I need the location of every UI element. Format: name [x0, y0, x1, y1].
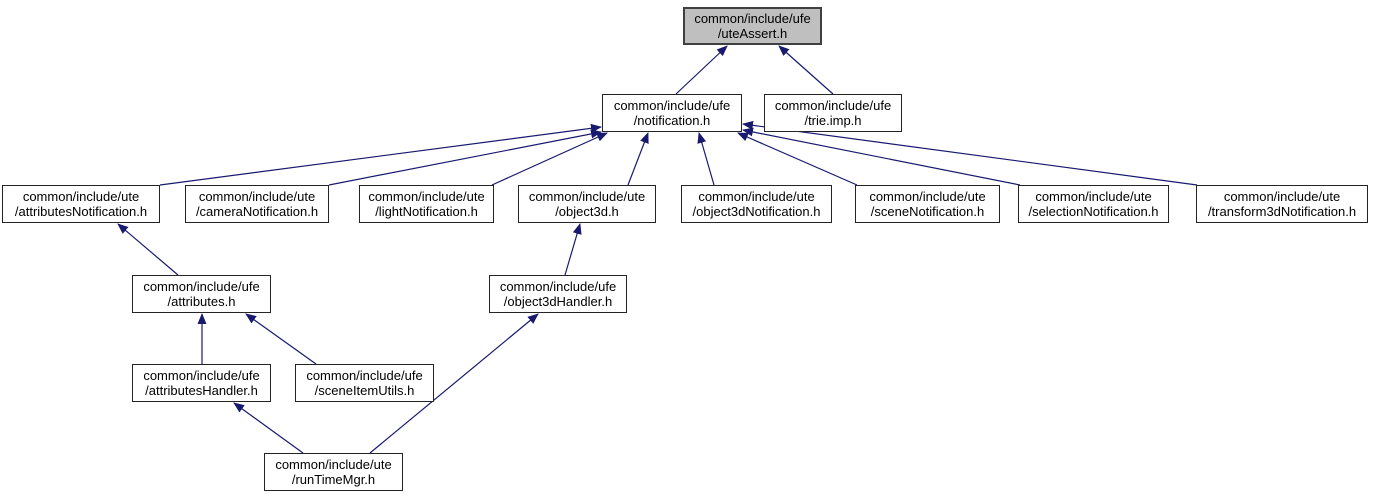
- node-label-line1: common/include/ufe: [694, 10, 811, 26]
- node-label-line2: /sceneItemUtils.h: [314, 383, 415, 398]
- edge-transform3dNotification-notification: [742, 120, 1198, 186]
- node-notification[interactable]: common/include/ufe/notification.h: [602, 94, 742, 132]
- node-label-line2: /transform3dNotification.h: [1207, 204, 1357, 219]
- node-label-line1: common/include/ute: [528, 188, 646, 204]
- node-label-line1: common/include/ute: [1223, 188, 1341, 204]
- node-label-line2: /notification.h: [633, 113, 711, 128]
- node-label-line2: /attributesHandler.h: [145, 383, 258, 398]
- node-label-line2: /trie.imp.h: [804, 113, 862, 128]
- node-label-line2: /uteAssert.h: [717, 26, 788, 41]
- node-uteAssert[interactable]: common/include/ufe/uteAssert.h: [683, 7, 822, 45]
- edge-attributesNotification-notification: [159, 123, 602, 186]
- node-label-line1: common/include/ute: [198, 188, 316, 204]
- node-label-line2: /attributes.h: [167, 294, 236, 309]
- edge-cameraNotification-notification: [328, 129, 602, 186]
- edge-trieImp-uteAssert: [778, 45, 834, 95]
- edge-lightNotification-notification: [491, 132, 608, 186]
- node-label-line1: common/include/ute: [22, 188, 140, 204]
- node-label-line1: common/include/ufe: [143, 278, 260, 294]
- node-label-line2: /object3dNotification.h: [692, 204, 821, 219]
- node-label-line2: /selectionNotification.h: [1028, 204, 1159, 219]
- node-label-line1: common/include/ute: [368, 188, 485, 204]
- node-label-line2: /sceneNotification.h: [870, 204, 985, 219]
- node-label-line2: /object3dHandler.h: [503, 294, 613, 309]
- node-label-line1: common/include/ute: [869, 188, 986, 204]
- node-runTimeMgr[interactable]: common/include/ute/runTimeMgr.h: [264, 453, 403, 491]
- node-label-line2: /lightNotification.h: [375, 204, 478, 219]
- node-label-line1: common/include/ute: [1035, 188, 1152, 204]
- edge-object3d-notification: [627, 132, 649, 186]
- node-label-line1: common/include/ufe: [143, 367, 260, 383]
- node-attributesHandler[interactable]: common/include/ufe/attributesHandler.h: [132, 364, 271, 402]
- node-label-line1: common/include/ufe: [306, 367, 423, 383]
- edge-notification-uteAssert: [675, 45, 728, 95]
- node-attributes[interactable]: common/include/ufe/attributes.h: [132, 275, 271, 313]
- edge-sceneItemUtils-attributes: [245, 313, 317, 365]
- node-trieImp[interactable]: common/include/ufe/trie.imp.h: [764, 94, 902, 132]
- edge-object3dHandler-object3d: [564, 223, 582, 276]
- node-object3d[interactable]: common/include/ute/object3d.h: [518, 185, 656, 223]
- edge-runTimeMgr-attributesHandler: [233, 402, 304, 454]
- edge-object3dNotification-notification: [697, 132, 715, 186]
- node-cameraNotification[interactable]: common/include/ute/cameraNotification.h: [185, 185, 329, 223]
- node-label-line2: /attributesNotification.h: [14, 204, 148, 219]
- node-sceneNotification[interactable]: common/include/ute/sceneNotification.h: [855, 185, 1000, 223]
- node-transform3dNotification[interactable]: common/include/ute/transform3dNotificati…: [1196, 185, 1368, 223]
- node-label-line1: common/include/ute: [698, 188, 815, 204]
- edge-selectionNotification-notification: [742, 127, 1021, 186]
- node-label-line1: common/include/ufe: [774, 97, 892, 113]
- node-label-line2: /runTimeMgr.h: [291, 472, 376, 487]
- node-lightNotification[interactable]: common/include/ute/lightNotification.h: [359, 185, 494, 223]
- edge-sceneNotification-notification: [737, 132, 858, 186]
- node-label-line1: common/include/ufe: [613, 97, 731, 113]
- node-label-line2: /cameraNotification.h: [195, 204, 319, 219]
- edge-attributes-attributesNotification: [117, 223, 179, 276]
- node-selectionNotification[interactable]: common/include/ute/selectionNotification…: [1018, 185, 1169, 223]
- node-label-line1: common/include/ufe: [499, 278, 617, 294]
- node-sceneItemUtils[interactable]: common/include/ufe/sceneItemUtils.h: [295, 364, 434, 402]
- node-object3dNotification[interactable]: common/include/ute/object3dNotification.…: [681, 185, 832, 223]
- node-object3dHandler[interactable]: common/include/ufe/object3dHandler.h: [489, 275, 627, 313]
- node-label-line1: common/include/ute: [275, 456, 392, 472]
- node-label-line2: /object3d.h: [555, 204, 619, 219]
- node-attributesNotification[interactable]: common/include/ute/attributesNotificatio…: [2, 185, 160, 223]
